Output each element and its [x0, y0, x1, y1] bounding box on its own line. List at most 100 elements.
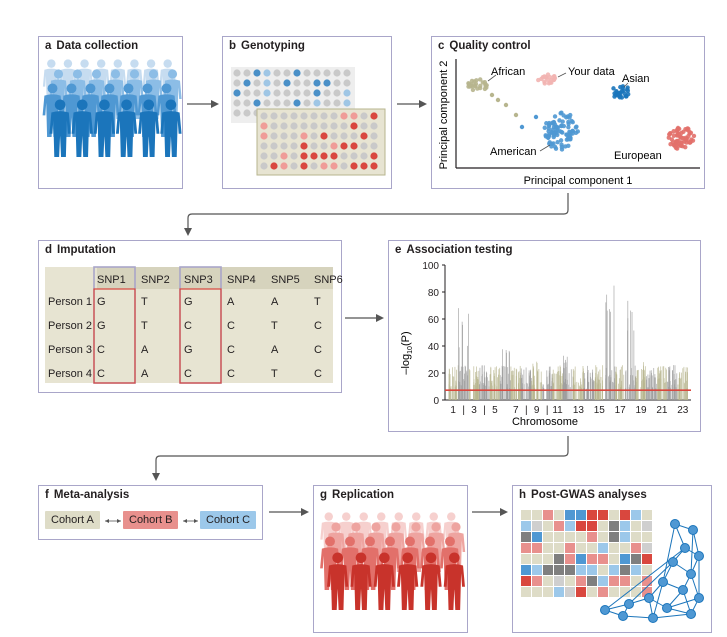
genotype-cell: T [271, 320, 278, 332]
european-point [668, 142, 673, 147]
heatmap-cell [587, 587, 597, 597]
blue-person [115, 99, 138, 157]
heatmap-cell [620, 565, 630, 575]
genotype-cell: A [227, 296, 235, 308]
network-edge [628, 561, 674, 605]
genotype-cell: C [314, 344, 322, 356]
admixed-point [519, 124, 525, 130]
person-body [49, 111, 71, 157]
heatmap-cell [609, 554, 619, 564]
genotype-cell: G [97, 320, 106, 332]
person-head [405, 536, 415, 547]
heatmap-cell [543, 510, 553, 520]
red-person [420, 552, 442, 610]
chip-dot [370, 122, 378, 130]
person-head [394, 512, 403, 521]
snp1-imputed-box [93, 288, 136, 384]
blue-person [93, 99, 116, 157]
heatmap-cell [565, 521, 575, 531]
genotype-cell: A [271, 296, 279, 308]
chip-dot [283, 99, 291, 107]
network-node [644, 593, 654, 603]
heatmap-cell [598, 576, 608, 586]
heatmap-cell [642, 554, 652, 564]
network-edge [662, 523, 676, 583]
network-edge [666, 597, 700, 609]
heatmap-cell [587, 521, 597, 531]
heatmap-cell [631, 543, 641, 553]
heatmap-cell [565, 587, 575, 597]
chip-dot [330, 152, 338, 160]
snp-column-header: SNP4 [227, 274, 256, 286]
heatmap-cell [587, 576, 597, 586]
snp-column-header: SNP6 [314, 274, 343, 286]
chip-dot [233, 69, 241, 77]
chip-dot [273, 99, 281, 107]
heatmap-cell [576, 554, 586, 564]
european-point [671, 133, 677, 138]
person-head [447, 512, 456, 521]
chip-dot [263, 69, 271, 77]
network-node [694, 593, 704, 603]
chromosome-tick-label: 9 [534, 405, 540, 416]
y-tick-label: 40 [428, 342, 440, 353]
chip-dot [253, 69, 261, 77]
chip-dot [283, 69, 291, 77]
chip-dot [260, 142, 268, 150]
person-head [129, 69, 140, 79]
person-body [138, 111, 160, 157]
y-tick-label: 100 [422, 261, 439, 272]
chip-dot [290, 132, 298, 140]
chromosome-tick-label: 19 [635, 405, 647, 416]
asian-point [612, 94, 617, 99]
heatmap-cell [554, 554, 564, 564]
chip-dot [290, 152, 298, 160]
heatmap-cell [587, 554, 597, 564]
european-point [683, 144, 688, 150]
person-head [76, 99, 88, 111]
chip-dot [310, 142, 318, 150]
heatmap-cell [521, 532, 531, 542]
chip-dot [303, 69, 311, 77]
chip-dot [333, 69, 341, 77]
genotype-cell: A [271, 344, 279, 356]
genotype-cell: T [141, 296, 148, 308]
american-point [568, 135, 573, 141]
person-head [163, 59, 172, 68]
american-point [561, 123, 567, 129]
arrowhead-left-icon [105, 519, 109, 523]
your-data-point [540, 74, 546, 80]
chip-dot [293, 99, 301, 107]
network-node [658, 577, 668, 587]
heatmap-cell [554, 576, 564, 586]
heatmap-cell [543, 576, 553, 586]
chip-dot [270, 112, 278, 120]
chip-dot [320, 152, 328, 160]
heatmap-cell [543, 543, 553, 553]
heatmap-cell [532, 543, 542, 553]
label-pointer [487, 74, 497, 82]
chip-dot [370, 142, 378, 150]
cluster-label-european: European [614, 150, 662, 162]
chip-dot [360, 152, 368, 160]
heatmap-cell [598, 521, 608, 531]
chip-dot [300, 162, 308, 170]
panel-letter: e [395, 244, 402, 256]
person-head [359, 512, 368, 521]
european-point [686, 126, 691, 132]
heatmap-cell [642, 510, 652, 520]
chip-dot [330, 122, 338, 130]
european-point [691, 133, 697, 139]
genotype-cell: C [227, 344, 235, 356]
chip-dot [243, 109, 251, 117]
person-head [142, 83, 153, 94]
heatmap-cell [620, 543, 630, 553]
heatmap-cell [631, 521, 641, 531]
chip-dot [270, 152, 278, 160]
chromosome-tick-label: 11 [552, 405, 563, 416]
person-head [325, 536, 335, 547]
person-head [355, 552, 367, 564]
heatmap-cell [543, 554, 553, 564]
